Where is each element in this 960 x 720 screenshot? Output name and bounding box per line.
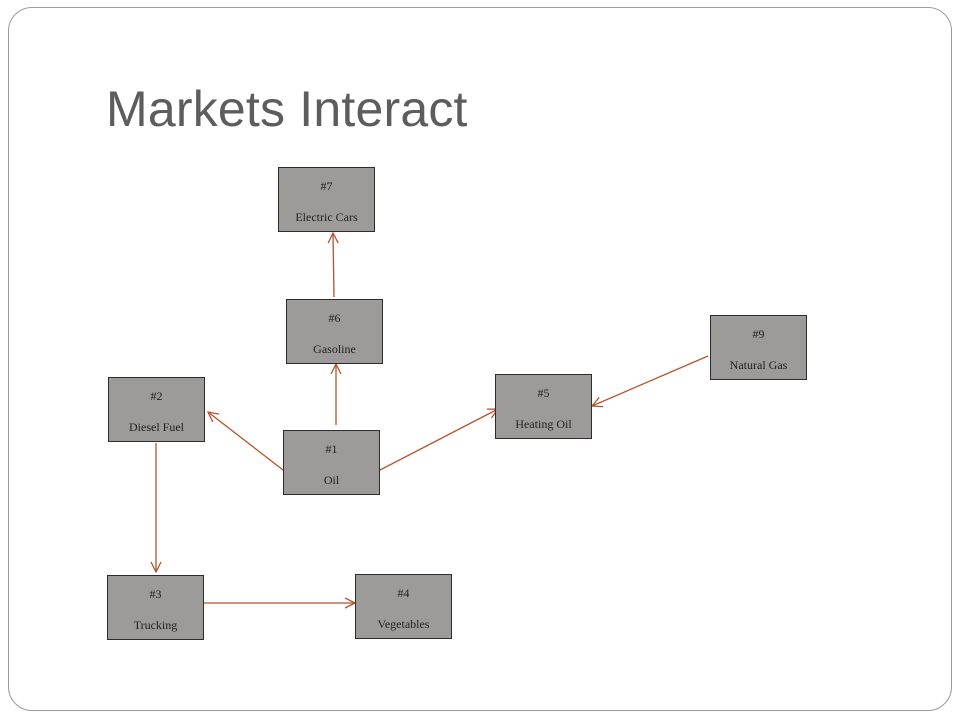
arrow-gasoline-to-electric-cars xyxy=(333,233,334,298)
node-diesel-fuel: #2 Diesel Fuel xyxy=(108,377,205,442)
arrow-oil-to-heating-oil xyxy=(379,409,498,471)
node-electric-cars: #7 Electric Cars xyxy=(278,167,375,232)
slide-title: Markets Interact xyxy=(106,81,468,137)
node-label: Gasoline xyxy=(313,342,356,356)
node-number: #6 xyxy=(328,311,341,325)
node-oil: #1 Oil xyxy=(283,430,380,495)
node-number: #1 xyxy=(325,442,338,456)
node-number: #2 xyxy=(150,389,163,403)
node-gasoline: #6 Gasoline xyxy=(286,299,383,364)
node-label: Oil xyxy=(323,473,340,487)
arrow-natural-gas-to-heating-oil xyxy=(592,355,709,406)
node-label: Vegetables xyxy=(377,617,430,631)
node-label: Electric Cars xyxy=(295,210,358,224)
node-label: Natural Gas xyxy=(729,358,788,372)
node-label: Diesel Fuel xyxy=(129,420,184,434)
node-number: #9 xyxy=(752,327,765,341)
node-number: #5 xyxy=(537,386,550,400)
node-heating-oil: #5 Heating Oil xyxy=(495,374,592,439)
arrow-oil-to-diesel-fuel xyxy=(208,412,284,471)
node-trucking: #3 Trucking xyxy=(107,575,204,640)
node-label: Trucking xyxy=(133,618,178,632)
node-number: #3 xyxy=(149,587,162,601)
node-natural-gas: #9 Natural Gas xyxy=(710,315,807,380)
node-vegetables: #4 Vegetables xyxy=(355,574,452,639)
node-label: Heating Oil xyxy=(515,417,572,431)
node-number: #7 xyxy=(320,179,333,193)
node-number: #4 xyxy=(397,586,410,600)
